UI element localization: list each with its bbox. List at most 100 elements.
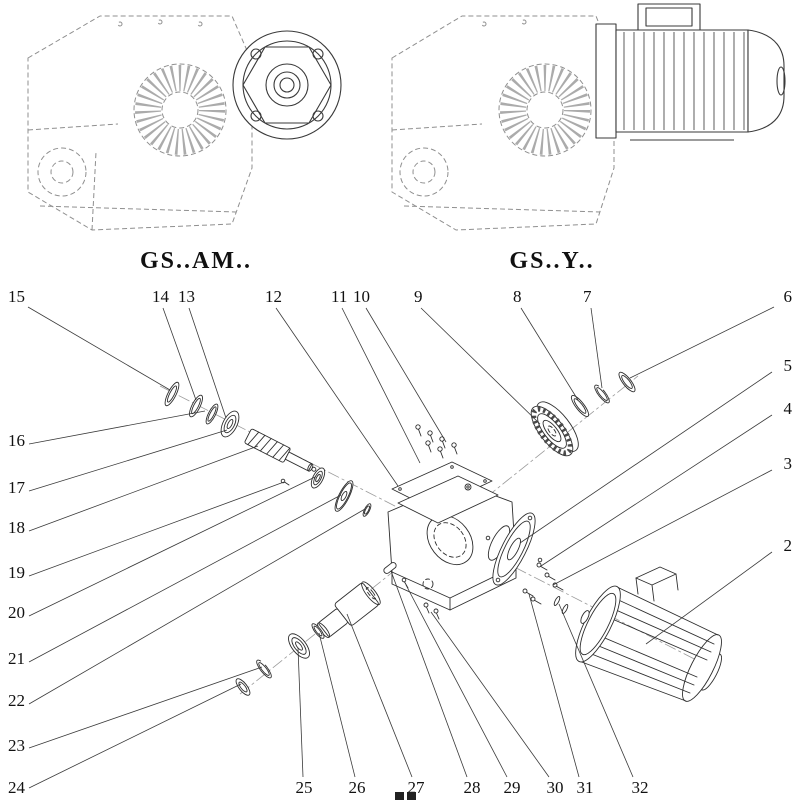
leader-line-28 <box>390 570 468 778</box>
flange-washers <box>553 596 569 614</box>
seal-ring <box>618 371 636 393</box>
key-and-screws <box>383 562 440 620</box>
callout-number-5: 5 <box>784 356 793 375</box>
leader-line-10 <box>365 307 447 443</box>
callout-number-11: 11 <box>331 287 347 306</box>
motor-terminal-box <box>635 566 677 586</box>
motor-rear-cap <box>747 29 785 133</box>
motor-y <box>595 3 786 141</box>
motor-side-parts <box>485 512 722 702</box>
leader-line-5 <box>519 371 773 544</box>
callout-number-19: 19 <box>8 563 25 582</box>
input-ring <box>189 394 203 418</box>
motor-body <box>615 29 749 133</box>
dowel-pin <box>280 478 290 486</box>
cover-bolts <box>536 562 564 591</box>
gearbox-outline-y <box>391 15 615 231</box>
output-gear-parts <box>530 371 636 457</box>
callout-number-29: 29 <box>504 778 521 797</box>
housing-screws <box>423 602 440 620</box>
cover-screws <box>415 424 458 459</box>
leader-line-18 <box>28 445 259 532</box>
input-bearing-2 <box>310 467 326 489</box>
callout-number-14: 14 <box>152 287 170 306</box>
leader-line-2 <box>645 551 773 645</box>
coupling-hatch-ring <box>500 65 590 155</box>
callout-number-12: 12 <box>265 287 282 306</box>
leader-line-17 <box>28 429 228 492</box>
leader-line-16 <box>28 410 206 445</box>
callout-number-10: 10 <box>353 287 370 306</box>
callout-number-15: 15 <box>8 287 25 306</box>
leader-line-13 <box>188 307 227 419</box>
variant-label-y: GS..Y.. <box>509 248 594 274</box>
leader-line-15 <box>27 306 171 391</box>
callout-number-30: 30 <box>547 778 564 797</box>
leader-line-8 <box>520 307 579 401</box>
motor-exploded <box>575 566 722 702</box>
output-washer <box>235 678 251 696</box>
flange-bolt-hole <box>250 48 262 60</box>
leader-line-26 <box>318 632 356 778</box>
output-shaft-parts <box>235 581 381 696</box>
callout-number-31: 31 <box>577 778 594 797</box>
motor-flange <box>595 23 617 139</box>
circlip <box>594 384 610 404</box>
output-shaft <box>317 581 381 638</box>
leader-line-7 <box>590 307 603 389</box>
leader-line-23 <box>28 666 263 749</box>
callout-number-26: 26 <box>349 778 366 797</box>
leader-line-4 <box>540 414 773 567</box>
callout-number-24: 24 <box>8 778 26 797</box>
leader-line-11 <box>341 307 421 464</box>
shaft-key <box>383 562 397 574</box>
output-gear <box>530 401 579 457</box>
retaining-ring <box>570 395 590 417</box>
leader-line-27 <box>346 613 413 778</box>
callout-number-32: 32 <box>632 778 649 797</box>
input-shaft-parts <box>164 381 372 517</box>
callout-number-23: 23 <box>8 736 25 755</box>
leader-line-12 <box>275 307 399 487</box>
motor-fins <box>623 32 745 130</box>
input-ring-2 <box>205 403 219 425</box>
cover-plate <box>397 475 499 524</box>
callout-number-25: 25 <box>296 778 313 797</box>
callout-number-9: 9 <box>414 287 423 306</box>
worm-wheel-disc <box>334 480 354 512</box>
leader-line-19 <box>28 481 285 577</box>
output-bearing <box>288 633 310 659</box>
leader-line-32 <box>558 603 634 778</box>
output-flange-am <box>232 30 342 140</box>
callout-number-7: 7 <box>583 287 592 306</box>
leader-line-6 <box>629 306 775 379</box>
leader-line-24 <box>28 683 242 789</box>
leader-line-22 <box>28 508 366 705</box>
callout-number-3: 3 <box>784 454 793 473</box>
leader-lines <box>27 306 775 789</box>
gearbox-outline-am <box>27 15 253 231</box>
flange-bolts <box>522 588 542 605</box>
variant-label-am: GS..AM.. <box>140 248 252 274</box>
callout-number-22: 22 <box>8 691 25 710</box>
input-bearing <box>220 410 240 438</box>
callout-number-4: 4 <box>784 399 793 418</box>
round-cover <box>492 512 536 586</box>
coupling-hatch-ring <box>135 65 225 155</box>
motor-rear-boss <box>776 66 786 96</box>
worm-shaft <box>244 428 317 472</box>
callout-number-17: 17 <box>8 478 26 497</box>
leader-line-31 <box>528 593 580 778</box>
callout-number-6: 6 <box>784 287 793 306</box>
flange-bolt-hole <box>312 48 324 60</box>
callout-number-21: 21 <box>8 649 25 668</box>
callout-number-20: 20 <box>8 603 25 622</box>
bottom-watermark <box>395 792 416 800</box>
flange-bolt-hole <box>312 110 324 122</box>
leader-line-25 <box>297 647 304 778</box>
leader-line-29 <box>405 584 508 778</box>
leader-line-14 <box>162 307 197 401</box>
leader-line-21 <box>28 494 342 663</box>
